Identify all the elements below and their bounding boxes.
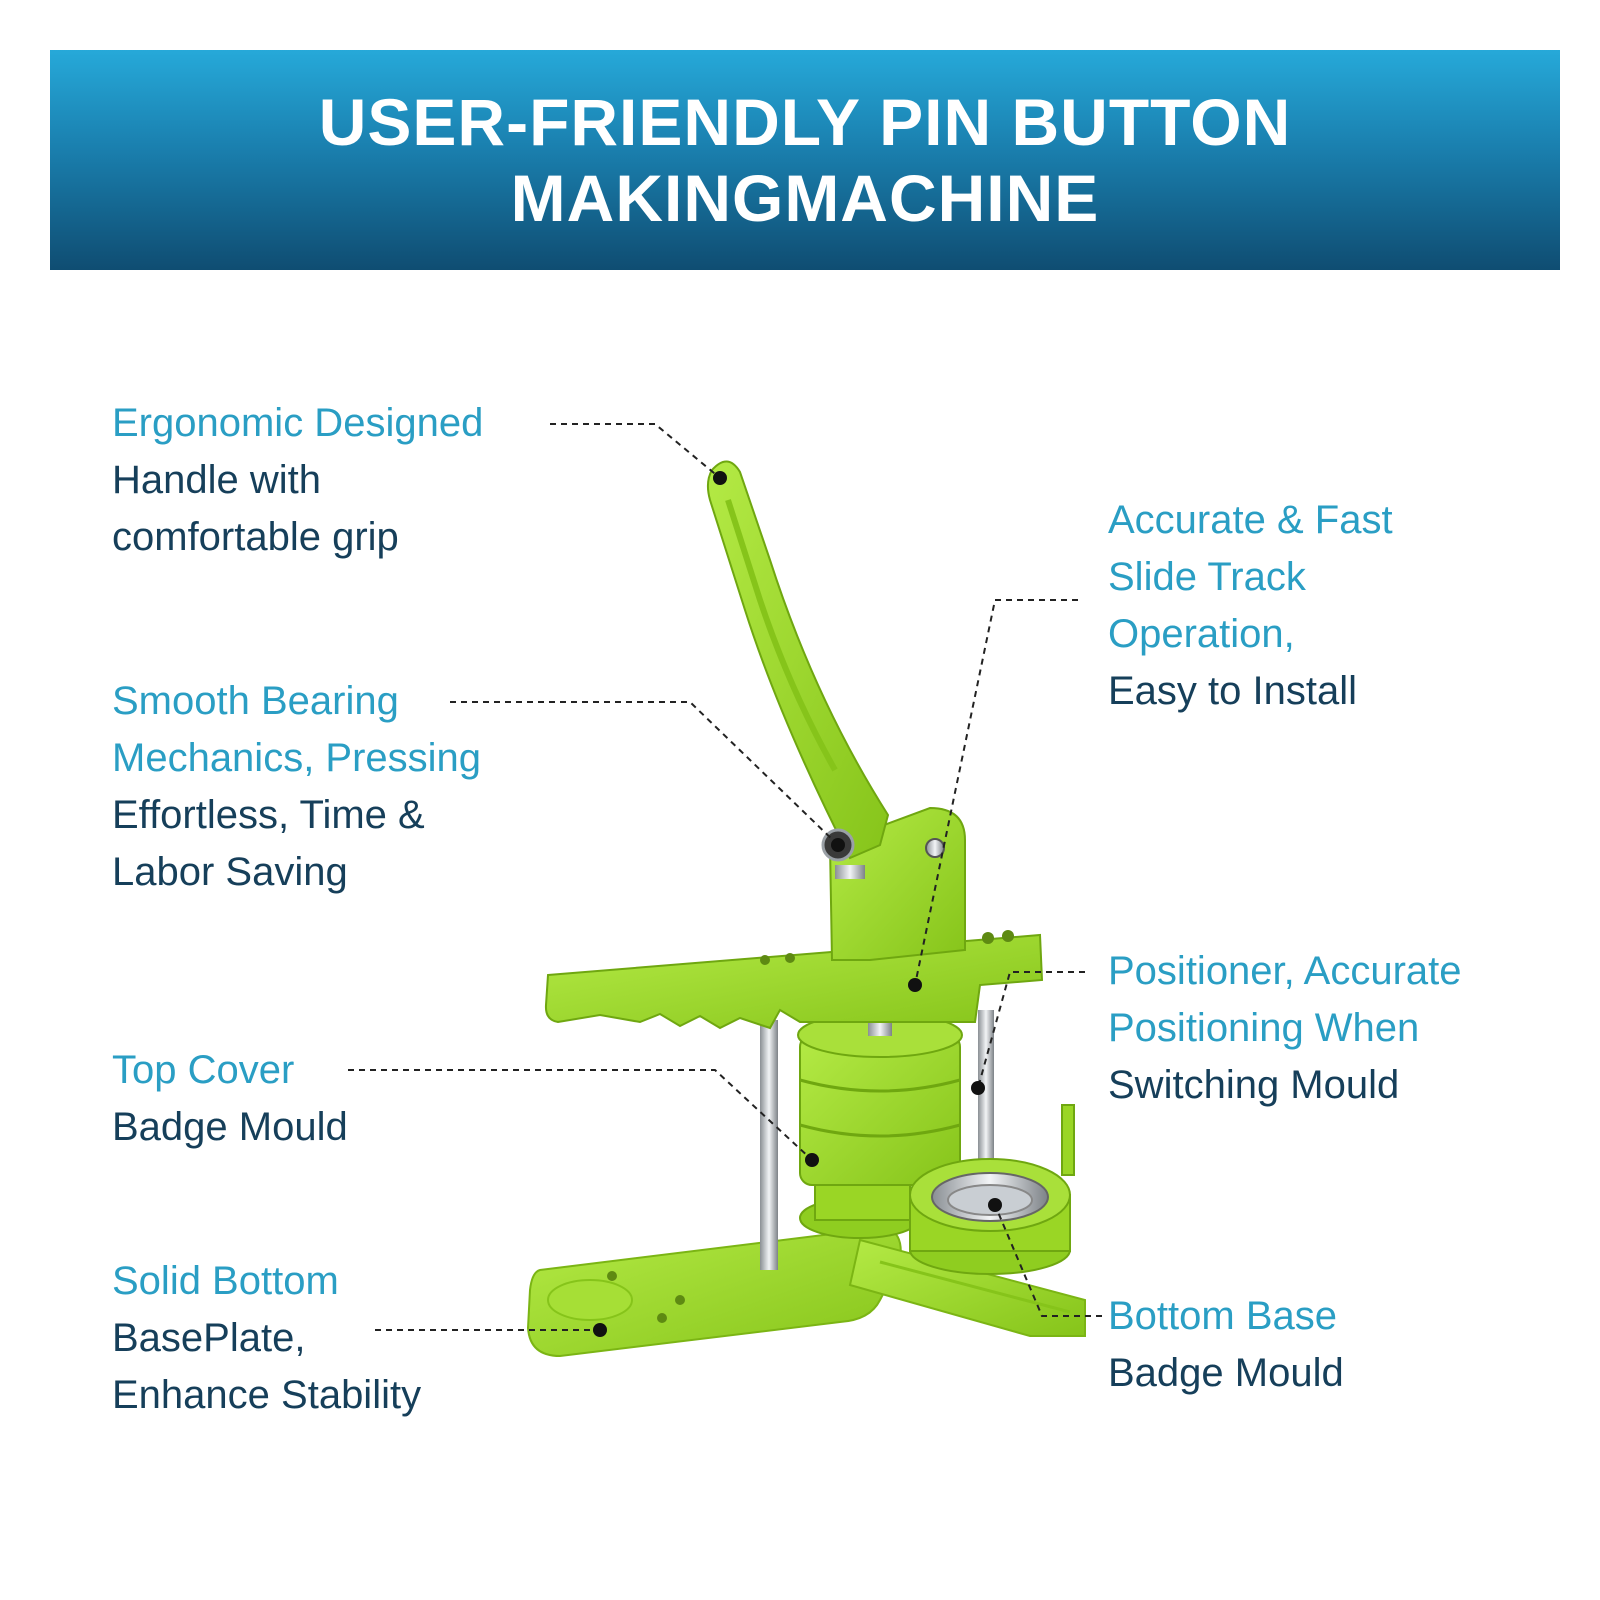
callout-top-cover: Top Cover Badge Mould — [112, 1042, 348, 1156]
base-hole — [657, 1313, 667, 1323]
callout-slide-track: Accurate & Fast Slide Track Operation, E… — [1108, 492, 1393, 720]
leader-dots — [593, 471, 1002, 1337]
callout-base-plate: Solid Bottom BasePlate, Enhance Stabilit… — [112, 1253, 421, 1424]
title-line-1: USER-FRIENDLY PIN BUTTON — [318, 85, 1292, 159]
callout-handle: Ergonomic Designed Handle with comfortab… — [112, 395, 483, 566]
callout-slide-track-line-1: Accurate & Fast — [1108, 498, 1393, 542]
callout-handle-line-3: comfortable grip — [112, 515, 399, 559]
title-line-2: MAKINGMACHINE — [510, 161, 1100, 235]
slide-track — [848, 1238, 1086, 1337]
guide-rod-right — [978, 1010, 994, 1160]
callout-slide-track-line-3: Operation, — [1108, 612, 1295, 656]
callout-bearing-line-2: Mechanics, Pressing — [112, 736, 482, 780]
callout-bottom-base-line-2: Badge Mould — [1108, 1351, 1344, 1395]
callout-positioner: Positioner, Accurate Positioning When Sw… — [1108, 943, 1462, 1114]
callout-positioner-line-2: Positioning When — [1108, 1006, 1420, 1050]
callout-bearing-line-4: Labor Saving — [112, 850, 348, 894]
callout-bottom-base-line-1: Bottom Base — [1108, 1294, 1338, 1338]
title-banner: USER-FRIENDLY PIN BUTTON MAKINGMACHINE — [50, 50, 1560, 270]
crossbar-arm — [544, 933, 1044, 1030]
callout-bearing-line-1: Smooth Bearing — [112, 679, 399, 723]
callout-positioner-line-1: Positioner, Accurate — [1108, 949, 1462, 993]
base-plate — [526, 1226, 902, 1358]
callout-bearing: Smooth Bearing Mechanics, Pressing Effor… — [112, 673, 481, 901]
callout-base-plate-line-1: Solid Bottom — [112, 1259, 339, 1303]
base-hole — [607, 1271, 617, 1281]
callout-positioner-line-3: Switching Mould — [1108, 1063, 1400, 1107]
callout-bottom-base: Bottom Base Badge Mould — [1108, 1288, 1344, 1402]
handle — [706, 460, 890, 860]
pivot-bolt — [925, 838, 945, 858]
callout-top-cover-line-1: Top Cover — [112, 1048, 295, 1092]
callout-slide-track-line-4: Easy to Install — [1108, 669, 1358, 713]
callout-base-plate-line-3: Enhance Stability — [112, 1373, 422, 1417]
callout-top-cover-line-2: Badge Mould — [112, 1105, 348, 1149]
callout-bearing-line-3: Effortless, Time & — [112, 793, 425, 837]
guide-rod-left — [760, 1020, 778, 1270]
leader-lines — [348, 423, 1102, 1331]
callout-base-plate-line-2: BasePlate, — [112, 1316, 306, 1360]
base-plate-recess — [547, 1279, 633, 1321]
callout-slide-track-line-2: Slide Track — [1108, 555, 1306, 599]
callout-handle-line-1: Ergonomic Designed — [112, 401, 484, 445]
callout-handle-line-2: Handle with — [112, 458, 322, 502]
base-hole — [675, 1295, 685, 1305]
